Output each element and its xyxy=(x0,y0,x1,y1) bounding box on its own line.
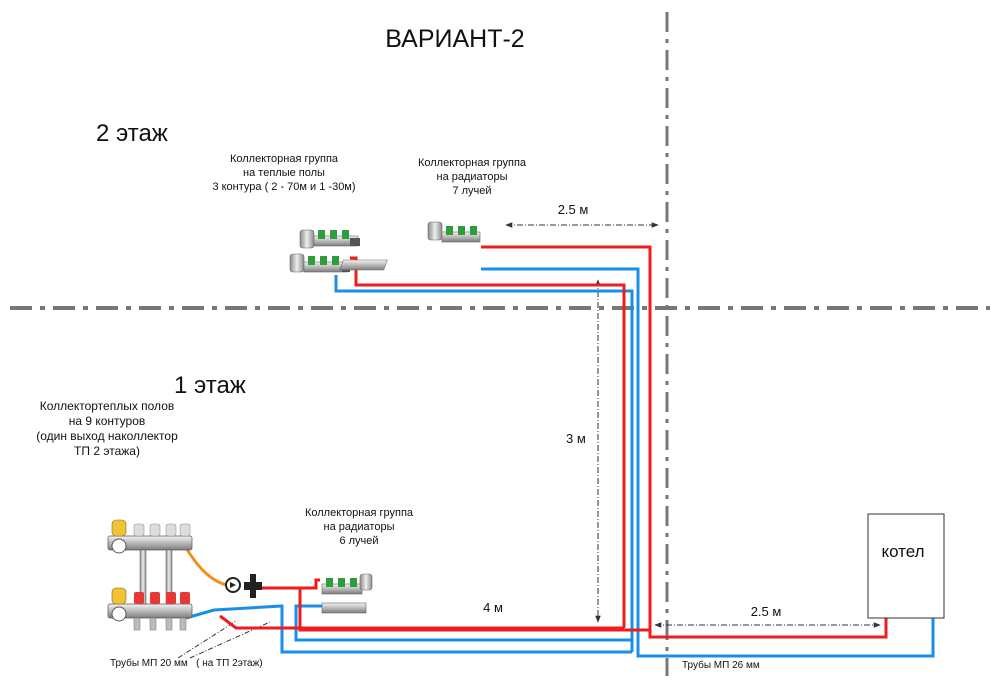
boiler-box xyxy=(867,513,945,619)
floor1-radiator-collector xyxy=(321,573,373,614)
diagram-title: ВАРИАНТ-2 xyxy=(385,25,524,53)
ufh-collector-orange-link xyxy=(184,547,231,588)
dim-riser-3: 3 м xyxy=(566,431,586,446)
collector-valve-icon xyxy=(321,573,373,595)
boiler: котел xyxy=(867,513,945,619)
tee-valve-icon xyxy=(244,582,262,590)
floor2-floor-collector xyxy=(289,229,360,273)
mixing-tee xyxy=(244,574,262,598)
return-pipes xyxy=(185,267,935,658)
svg-text:Коллекторная группа: Коллекторная группа xyxy=(230,153,339,165)
circulation-pump xyxy=(225,577,241,593)
svg-text:3 контура ( 2 - 70м и 1 -30м): 3 контура ( 2 - 70м и 1 -30м) xyxy=(212,181,355,193)
ufh-collector-to-upper-floor-return xyxy=(185,604,632,654)
svg-text:(один выход наколлектор: (один выход наколлектор xyxy=(36,429,178,443)
svg-text:Коллектортеплых полов: Коллектортеплых полов xyxy=(40,399,175,413)
pipe-note-right: Трубы МП 26 мм xyxy=(682,659,760,671)
collector-valve-icon xyxy=(427,221,481,243)
svg-text:ТП 2 этажа): ТП 2 этажа) xyxy=(74,444,140,458)
floor2-radiator-collector xyxy=(339,221,481,271)
floor2-radiator-collector-caption: Коллекторная группа на радиаторы 7 лучей xyxy=(418,157,527,197)
dim-lower-4: 4 м xyxy=(483,600,503,615)
ufh-collector-supply-pipe xyxy=(219,614,624,630)
floor1-floor-collector-caption: Коллектортеплых полов на 9 контуров (оди… xyxy=(36,399,178,458)
floor1-radiator-collector-caption: Коллекторная группа на радиаторы 6 лучей xyxy=(305,507,414,547)
floor2-floor-collector-caption: Коллекторная группа на теплые полы 3 кон… xyxy=(212,153,355,193)
upper-radiator-return-pipe xyxy=(481,267,935,658)
svg-text:на радиаторы: на радиаторы xyxy=(437,171,508,183)
thermometer-icon xyxy=(111,538,127,554)
lower-radiator-branch-supply xyxy=(300,578,320,590)
svg-text:7 лучей: 7 лучей xyxy=(452,185,491,197)
upper-floor-return-pipe xyxy=(334,275,634,652)
upper-radiator-supply-pipe xyxy=(481,245,888,639)
svg-text:Коллекторная группа: Коллекторная группа xyxy=(418,157,527,169)
boiler-label: котел xyxy=(881,542,924,561)
dim-lower-2-5: 2.5 м xyxy=(751,604,782,619)
svg-text:6 лучей: 6 лучей xyxy=(339,535,378,547)
upper-floor-supply-pipe xyxy=(350,256,626,628)
collector-manifold-icon xyxy=(321,602,367,614)
collector-manifold-icon xyxy=(339,259,388,271)
supply-pipes xyxy=(219,245,888,639)
collector-valve-icon xyxy=(299,229,360,249)
thermometer-icon xyxy=(111,606,127,622)
svg-text:на 9 контуров: на 9 контуров xyxy=(69,414,146,428)
svg-text:на радиаторы: на радиаторы xyxy=(324,521,395,533)
floor1-ufh-manifold xyxy=(107,519,193,631)
svg-text:на теплые полы: на теплые полы xyxy=(243,167,325,179)
floor-label-1: 1 этаж xyxy=(174,372,246,399)
svg-text:Коллекторная группа: Коллекторная группа xyxy=(305,507,414,519)
pipe-note-left: Трубы МП 20 мм ( на ТП 2этаж) xyxy=(110,657,263,669)
floor-label-2: 2 этаж xyxy=(96,120,168,147)
dim-upper-2-5: 2.5 м xyxy=(558,202,589,217)
lower-radiator-supply-pipe xyxy=(262,586,650,632)
